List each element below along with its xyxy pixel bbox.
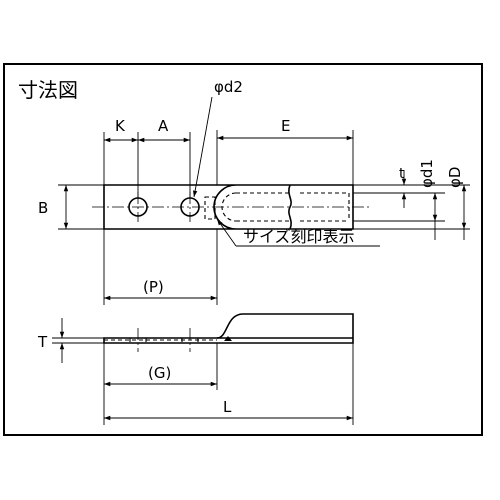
label-P: (P)	[143, 278, 164, 296]
size-marking-box	[204, 196, 216, 220]
label-phi-d2: φd2	[214, 78, 243, 96]
label-t: t	[399, 166, 405, 182]
top-view	[92, 184, 370, 230]
label-E: E	[281, 117, 290, 135]
label-K: K	[115, 117, 126, 135]
break-line	[288, 184, 292, 230]
side-view	[103, 313, 354, 352]
label-A: A	[158, 117, 169, 135]
drawing-title: 寸法図	[18, 78, 78, 102]
label-phi-d1: φd1	[418, 159, 436, 188]
label-T: T	[37, 333, 48, 351]
barrel-bore-hidden-line	[236, 192, 350, 222]
top-view-outline	[103, 184, 237, 230]
label-L: L	[223, 398, 232, 416]
label-G: (G)	[148, 364, 171, 382]
label-size-marking: サイズ刻印表示	[243, 227, 355, 246]
label-B: B	[38, 199, 48, 217]
drawing-frame	[3, 63, 483, 436]
label-phi-D: φD	[446, 167, 464, 188]
